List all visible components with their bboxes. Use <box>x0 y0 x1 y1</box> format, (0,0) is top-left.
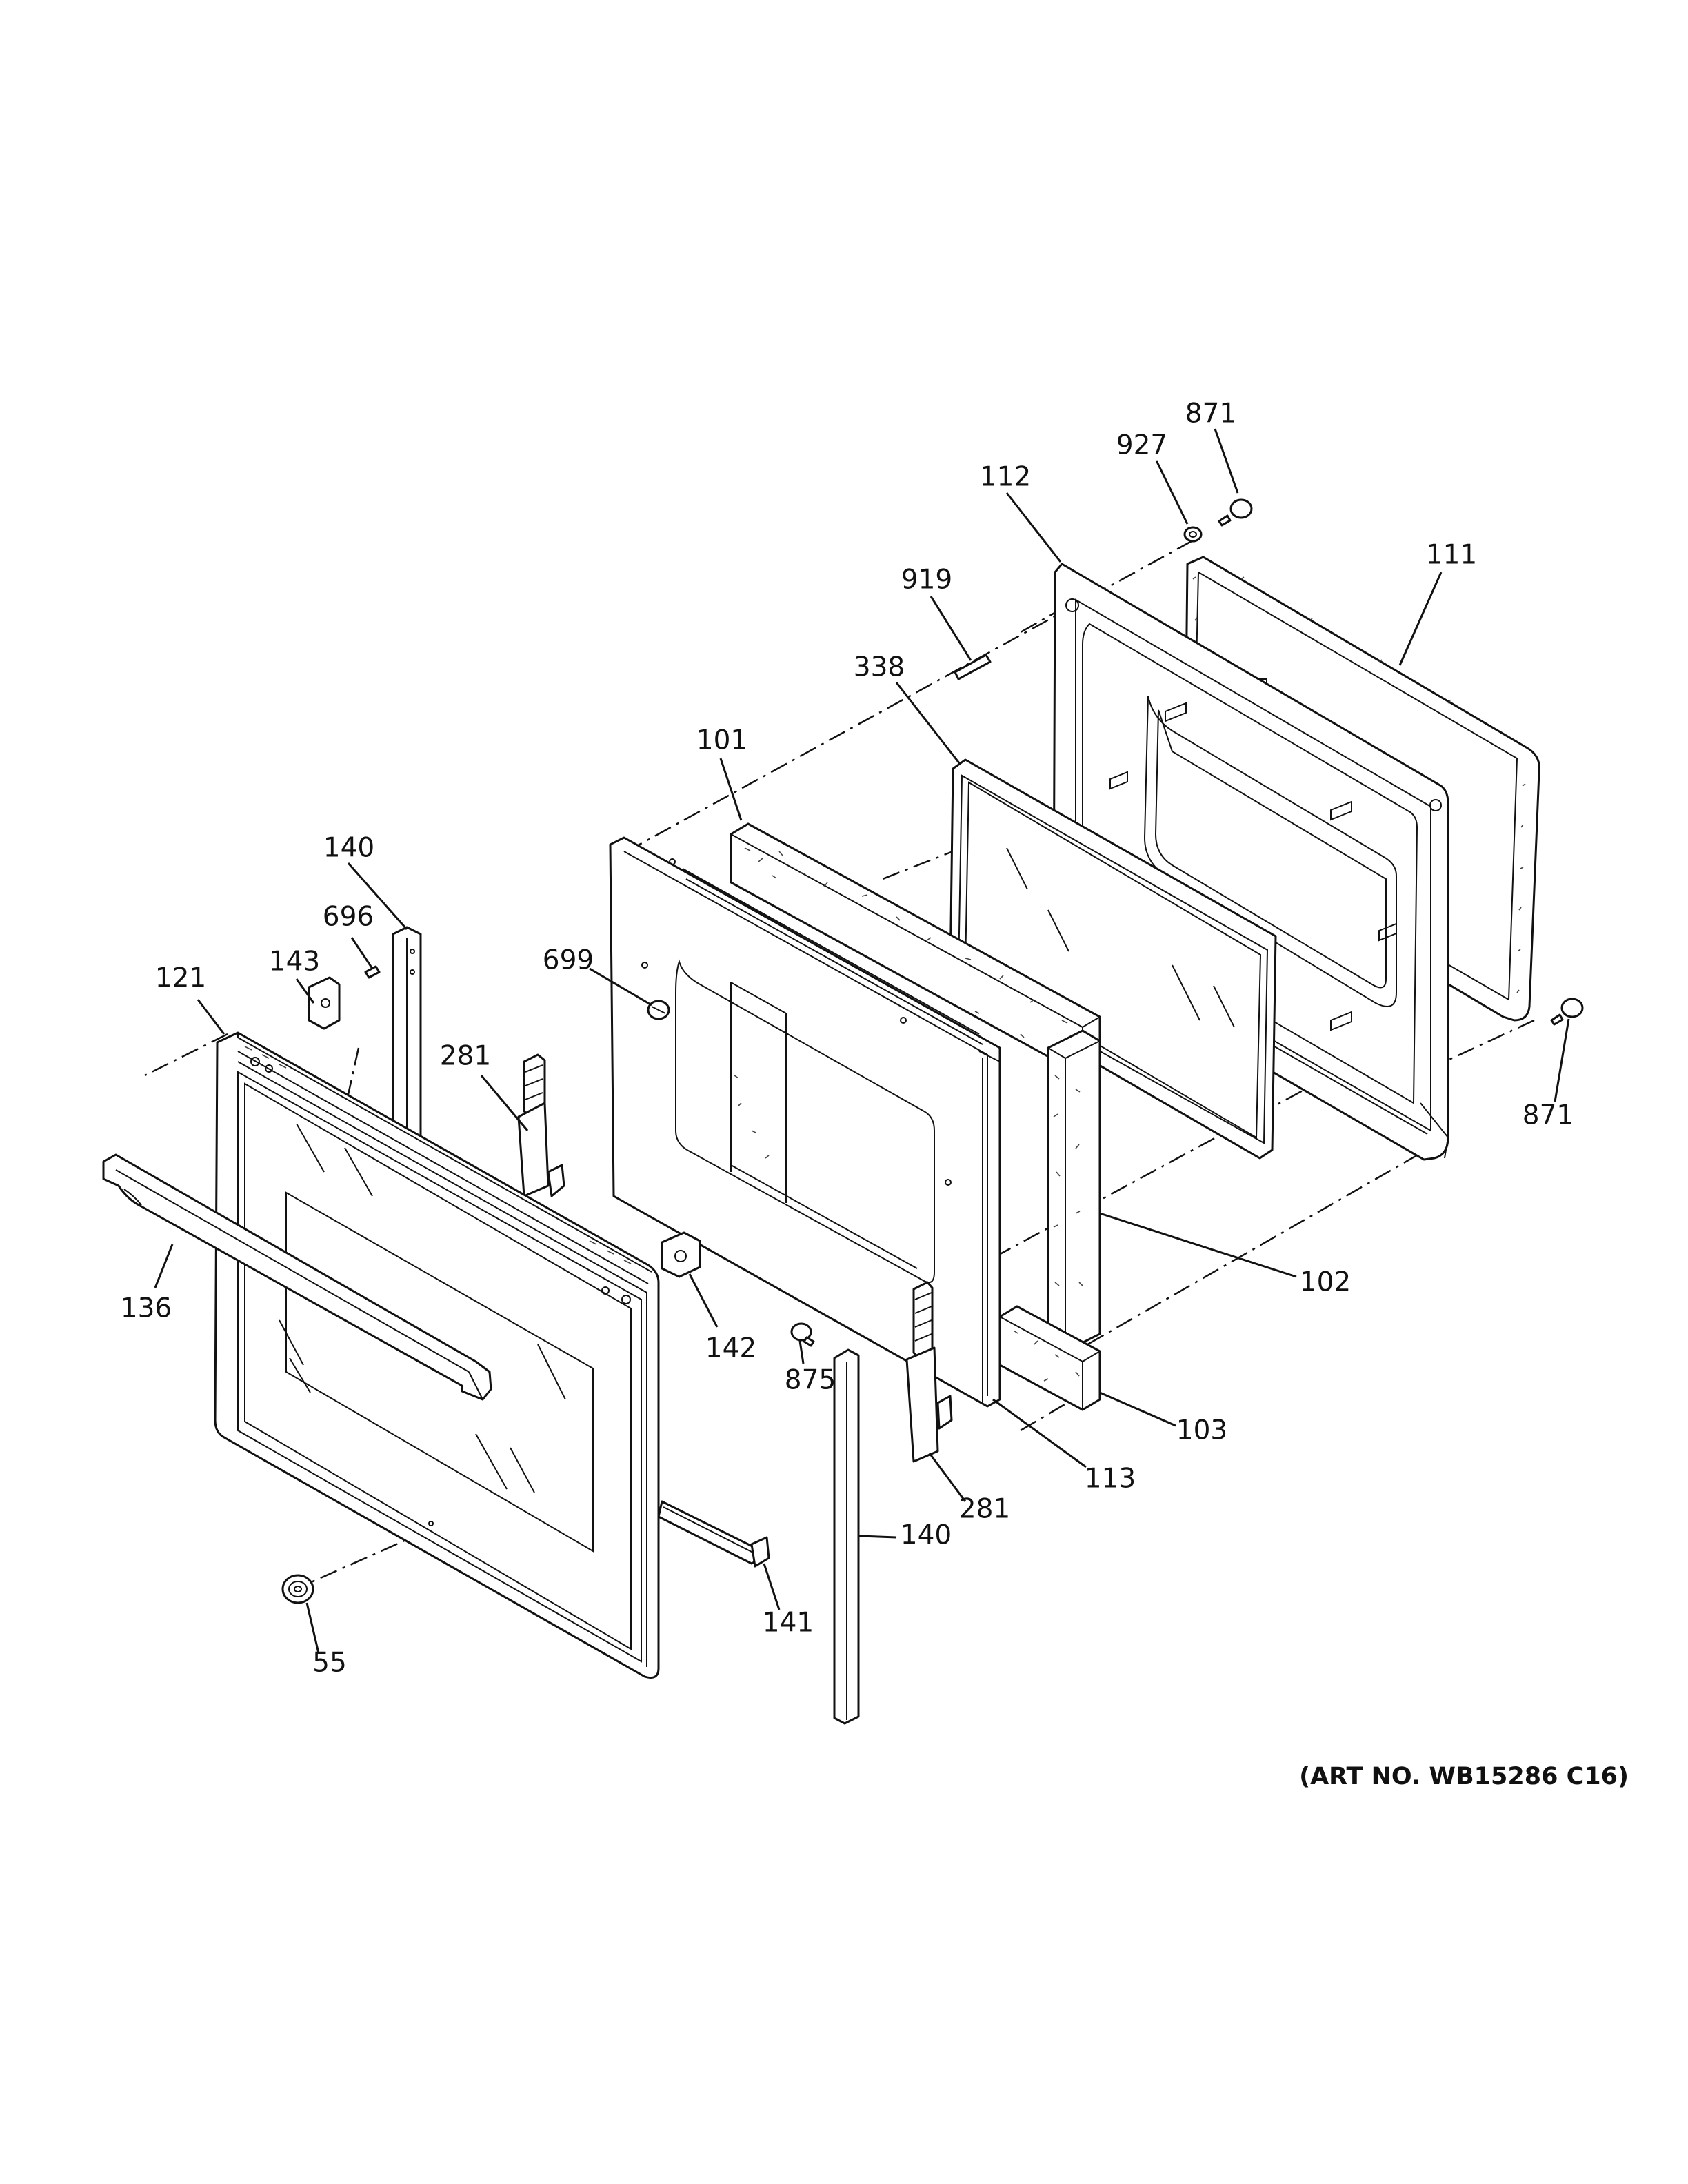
callout-111: 111 <box>1426 540 1477 571</box>
callout-140-lower: 140 <box>901 1520 952 1551</box>
callout-919: 919 <box>901 565 952 596</box>
hinge-281-left <box>517 1053 565 1197</box>
latch-142 <box>661 1231 701 1278</box>
door-frame-113 <box>609 836 1001 1408</box>
callout-labels: 871 927 112 111 919 338 101 140 696 143 … <box>121 398 1574 1679</box>
screw-699 <box>647 1000 670 1020</box>
bumper-55 <box>281 1574 314 1604</box>
pin-919 <box>954 654 992 680</box>
callout-338: 338 <box>854 652 905 683</box>
door-handle-136 <box>102 1153 492 1401</box>
callout-281-left: 281 <box>440 1041 491 1072</box>
insulation-102 <box>1047 1029 1101 1353</box>
callout-143: 143 <box>269 947 320 978</box>
vent-rod-141 <box>657 1500 770 1568</box>
callout-281-right: 281 <box>959 1494 1010 1525</box>
callout-927: 927 <box>1116 430 1167 461</box>
callout-699: 699 <box>543 945 594 976</box>
callout-136: 136 <box>121 1293 172 1324</box>
callout-871-right: 871 <box>1523 1100 1574 1131</box>
callout-112: 112 <box>980 462 1031 493</box>
screw-871-right <box>1550 998 1584 1026</box>
door-channel-140-lower <box>833 1348 860 1725</box>
callout-102: 102 <box>1300 1267 1351 1298</box>
art-number: (ART NO. WB15286 C16) <box>1299 1763 1629 1790</box>
washer-927 <box>1183 526 1203 543</box>
callout-103: 103 <box>1176 1415 1227 1446</box>
callout-142: 142 <box>705 1333 756 1364</box>
callout-875: 875 <box>785 1365 836 1396</box>
callout-141: 141 <box>763 1608 814 1639</box>
callout-113: 113 <box>1085 1464 1136 1495</box>
callout-55: 55 <box>312 1648 347 1679</box>
callout-121: 121 <box>155 963 206 994</box>
screw-871-top <box>1218 498 1253 527</box>
bracket-143 <box>308 976 341 1030</box>
leader-lines <box>154 428 1570 1654</box>
callout-140-upper: 140 <box>323 833 374 864</box>
screw-875 <box>790 1322 815 1347</box>
hinge-281-right <box>905 1281 953 1463</box>
callout-101: 101 <box>696 725 747 756</box>
callout-696: 696 <box>323 902 374 933</box>
callout-871-top: 871 <box>1185 398 1236 429</box>
inner-door-liner-112 <box>1052 563 1449 1161</box>
